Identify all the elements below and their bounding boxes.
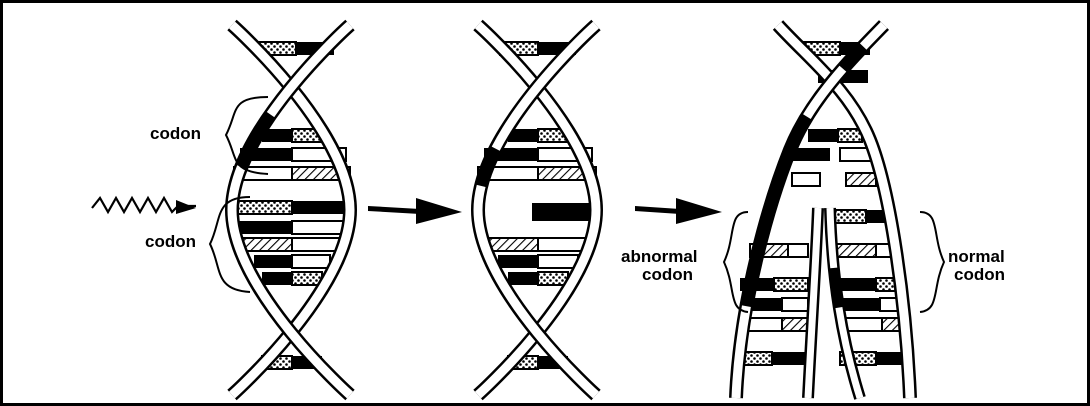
abnormal-codon-label-line2: codon: [642, 266, 693, 284]
normal-codon-label-line2: codon: [954, 266, 1005, 284]
normal-codon-label-line1: normal: [948, 248, 1005, 266]
abnormal-codon-label-line1: abnormal: [621, 248, 698, 266]
codon-label-bottom: codon: [145, 233, 196, 251]
codon-label-top: codon: [150, 125, 201, 143]
